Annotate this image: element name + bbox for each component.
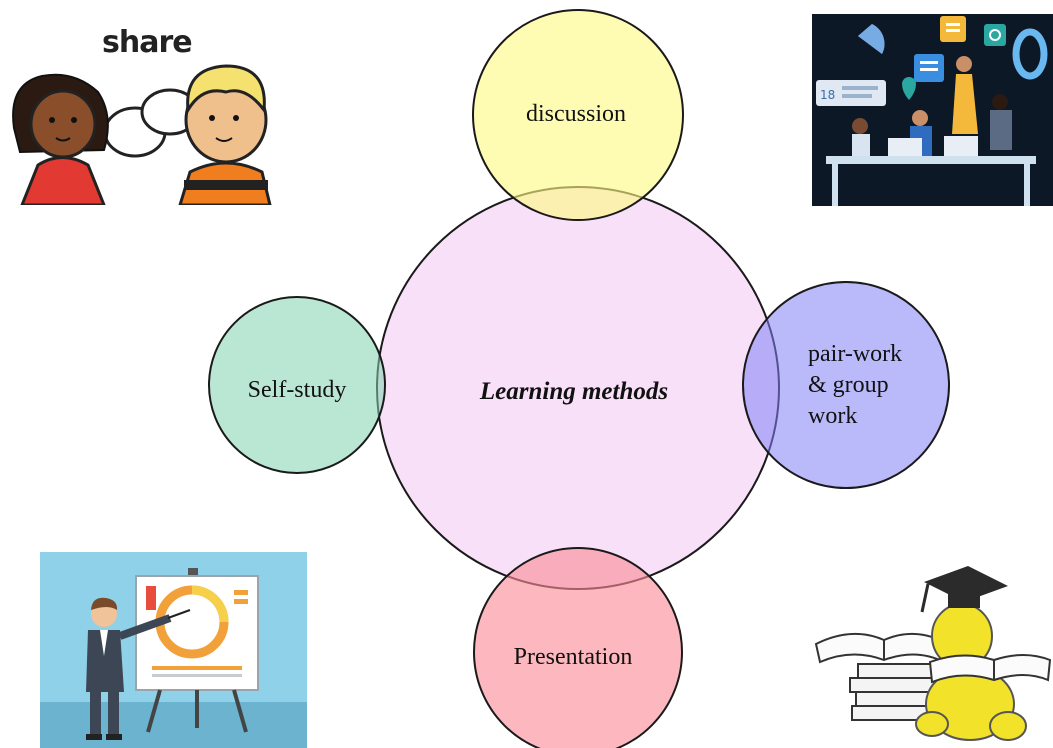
discussion-label: discussion (526, 101, 626, 127)
discussion-circle (472, 9, 684, 221)
calendar-badge: 18 (820, 88, 835, 102)
boy-icon (178, 64, 272, 205)
pair-work-circle (742, 281, 950, 489)
settings-card-icon (984, 24, 1006, 46)
share-word: share (102, 25, 192, 60)
location-pin-icon (902, 77, 916, 100)
meeting-table (826, 156, 1036, 164)
presentation-label: Presentation (514, 644, 633, 670)
presenter-illustration (40, 552, 307, 748)
laptop-icon (888, 138, 922, 156)
graduate-books-illustration (812, 556, 1053, 748)
donut-chart-icon (1012, 28, 1048, 80)
graduation-cap-icon (924, 566, 1008, 602)
team-meeting-image: 18 (812, 14, 1053, 206)
presenter-woman-icon (952, 74, 978, 134)
pair-work-label-line-2: & group (808, 372, 889, 398)
graduate-figure-icon (915, 566, 1052, 741)
laptop-icon (944, 136, 978, 156)
pair-work-label-line-3: work (808, 403, 857, 429)
center-label: Learning methods (479, 378, 668, 405)
presenter-man-icon (86, 597, 191, 740)
pair-work-label-line-1: pair-work (808, 341, 902, 367)
girl-icon (12, 73, 109, 205)
self-study-circle (208, 296, 386, 474)
self-study-label: Self-study (248, 377, 347, 403)
presentation-circle (473, 547, 683, 748)
share-illustration: share (0, 0, 300, 205)
